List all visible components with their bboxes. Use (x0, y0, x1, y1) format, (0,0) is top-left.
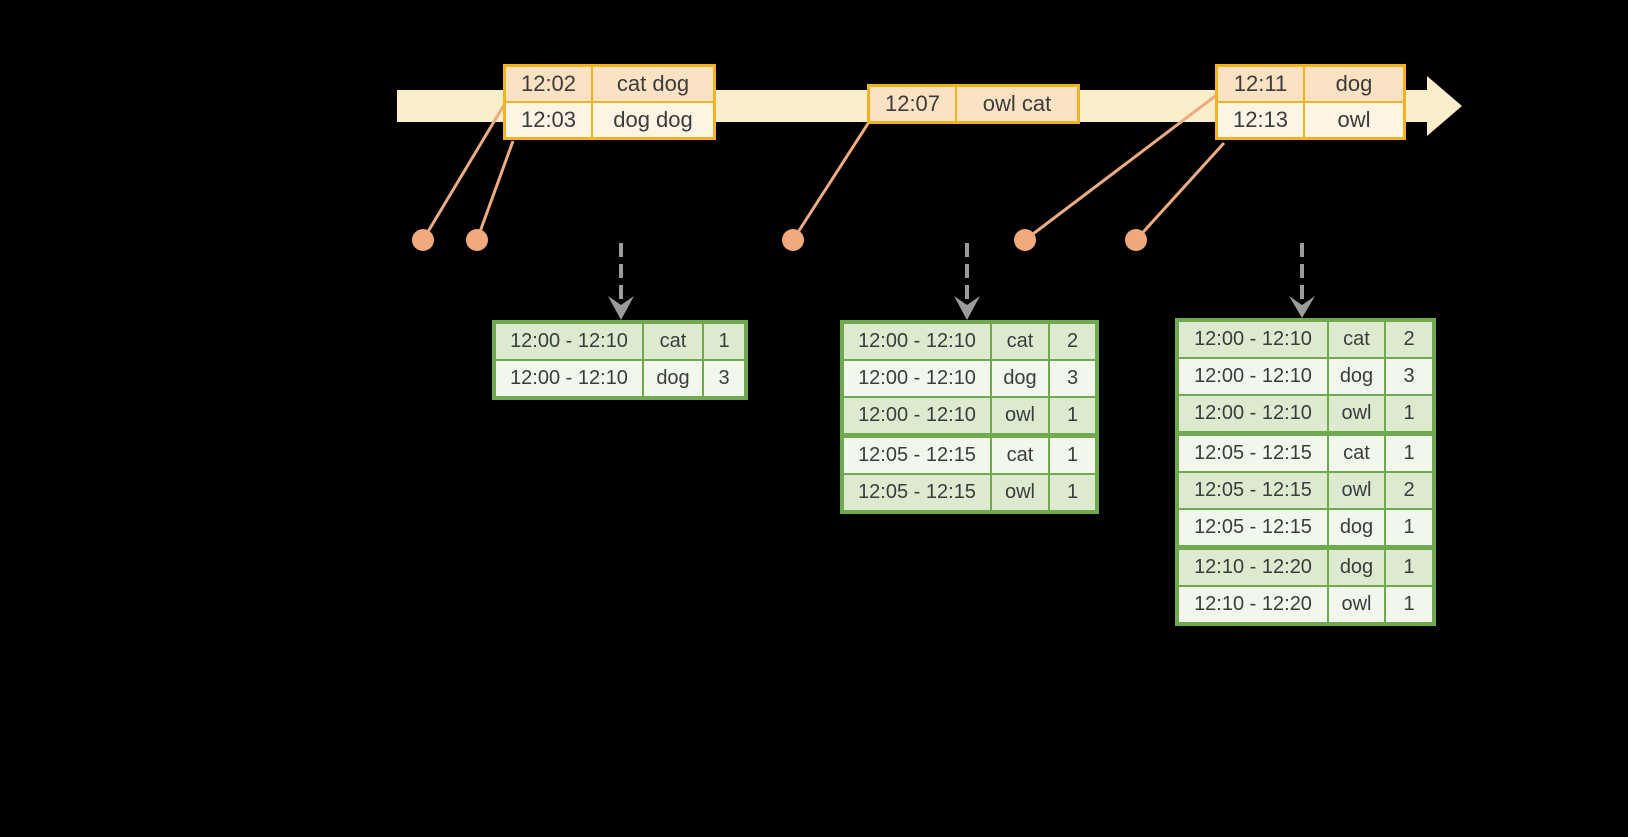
count-cell: 1 (704, 324, 744, 359)
count-cell: 1 (1386, 587, 1432, 622)
word-cell: dog (1329, 359, 1384, 394)
word-cell: cat (1329, 436, 1384, 471)
event-words-cell: dog dog (593, 103, 713, 137)
result-row: 12:00 - 12:10 dog 3 (844, 361, 1095, 396)
result-row: 12:00 - 12:10 owl 1 (1179, 396, 1432, 431)
word-cell: owl (992, 398, 1048, 433)
event-time-cell: 12:07 (870, 87, 955, 121)
connector-line (791, 121, 871, 241)
window-cell: 12:00 - 12:10 (844, 398, 990, 433)
word-cell: dog (1329, 550, 1384, 585)
window-cell: 12:05 - 12:15 (844, 438, 990, 473)
window-cell: 12:05 - 12:15 (1179, 436, 1327, 471)
connector-line (1024, 92, 1219, 242)
connector-line (421, 99, 509, 241)
result-row: 12:10 - 12:20 dog 1 (1179, 550, 1432, 585)
word-cell: dog (992, 361, 1048, 396)
event-row: 12:07 owl cat (870, 87, 1077, 121)
result-row: 12:00 - 12:10 dog 3 (496, 361, 744, 396)
result-row: 12:00 - 12:10 dog 3 (1179, 359, 1432, 394)
connector-line (1134, 141, 1226, 242)
event-row: 12:11 dog (1218, 67, 1403, 101)
window-cell: 12:00 - 12:10 (1179, 322, 1327, 357)
trigger-arrow-icon (1289, 243, 1315, 318)
trigger-arrow-icon (954, 243, 980, 320)
event-dot (466, 229, 488, 251)
window-cell: 12:00 - 12:10 (496, 361, 642, 396)
word-cell: dog (1329, 510, 1384, 545)
count-cell: 1 (1386, 396, 1432, 431)
word-cell: dog (644, 361, 702, 396)
window-cell: 12:00 - 12:10 (496, 324, 642, 359)
count-cell: 2 (1386, 473, 1432, 508)
window-cell: 12:05 - 12:15 (844, 475, 990, 510)
event-time-cell: 12:02 (506, 67, 591, 101)
count-cell: 1 (1386, 510, 1432, 545)
event-time-cell: 12:03 (506, 103, 591, 137)
result-table-3: 12:00 - 12:10 cat 2 12:00 - 12:10 dog 3 … (1175, 318, 1436, 626)
result-row: 12:00 - 12:10 owl 1 (844, 398, 1095, 433)
event-time-cell: 12:11 (1218, 67, 1303, 101)
event-row: 12:02 cat dog (506, 67, 713, 101)
count-cell: 1 (1050, 398, 1095, 433)
event-row: 12:13 owl (1218, 103, 1403, 137)
event-dot (1125, 229, 1147, 251)
event-words-cell: owl cat (957, 87, 1077, 121)
event-words-cell: owl (1305, 103, 1403, 137)
word-cell: cat (644, 324, 702, 359)
word-cell: cat (992, 438, 1048, 473)
word-cell: owl (1329, 587, 1384, 622)
window-cell: 12:00 - 12:10 (844, 324, 990, 359)
event-dot (1014, 229, 1036, 251)
connector-line (475, 140, 515, 241)
result-row: 12:00 - 12:10 cat 2 (1179, 322, 1432, 357)
event-time-cell: 12:13 (1218, 103, 1303, 137)
event-table-3: 12:11 dog 12:13 owl (1215, 64, 1406, 140)
result-row: 12:00 - 12:10 cat 2 (844, 324, 1095, 359)
window-cell: 12:05 - 12:15 (1179, 473, 1327, 508)
result-table-2: 12:00 - 12:10 cat 2 12:00 - 12:10 dog 3 … (840, 320, 1099, 514)
window-cell: 12:00 - 12:10 (844, 361, 990, 396)
event-table-2: 12:07 owl cat (867, 84, 1080, 124)
count-cell: 3 (1050, 361, 1095, 396)
count-cell: 1 (1386, 436, 1432, 471)
word-cell: cat (1329, 322, 1384, 357)
result-row: 12:05 - 12:15 owl 1 (844, 475, 1095, 510)
window-cell: 12:10 - 12:20 (1179, 587, 1327, 622)
word-cell: owl (992, 475, 1048, 510)
window-cell: 12:00 - 12:10 (1179, 396, 1327, 431)
event-dot (412, 229, 434, 251)
result-row: 12:05 - 12:15 cat 1 (1179, 436, 1432, 471)
result-row: 12:05 - 12:15 cat 1 (844, 438, 1095, 473)
count-cell: 3 (1386, 359, 1432, 394)
result-table-1: 12:00 - 12:10 cat 1 12:00 - 12:10 dog 3 (492, 320, 748, 400)
window-cell: 12:00 - 12:10 (1179, 359, 1327, 394)
word-cell: owl (1329, 396, 1384, 431)
result-row: 12:05 - 12:15 dog 1 (1179, 510, 1432, 545)
count-cell: 2 (1386, 322, 1432, 357)
count-cell: 1 (1050, 475, 1095, 510)
count-cell: 1 (1050, 438, 1095, 473)
trigger-arrow-icon (608, 243, 634, 320)
result-row: 12:05 - 12:15 owl 2 (1179, 473, 1432, 508)
event-words-cell: dog (1305, 67, 1403, 101)
count-cell: 2 (1050, 324, 1095, 359)
result-row: 12:00 - 12:10 cat 1 (496, 324, 744, 359)
word-cell: owl (1329, 473, 1384, 508)
window-cell: 12:10 - 12:20 (1179, 550, 1327, 585)
result-row: 12:10 - 12:20 owl 1 (1179, 587, 1432, 622)
count-cell: 3 (704, 361, 744, 396)
event-words-cell: cat dog (593, 67, 713, 101)
event-table-1: 12:02 cat dog 12:03 dog dog (503, 64, 716, 140)
window-cell: 12:05 - 12:15 (1179, 510, 1327, 545)
word-cell: cat (992, 324, 1048, 359)
event-row: 12:03 dog dog (506, 103, 713, 137)
count-cell: 1 (1386, 550, 1432, 585)
event-dot (782, 229, 804, 251)
